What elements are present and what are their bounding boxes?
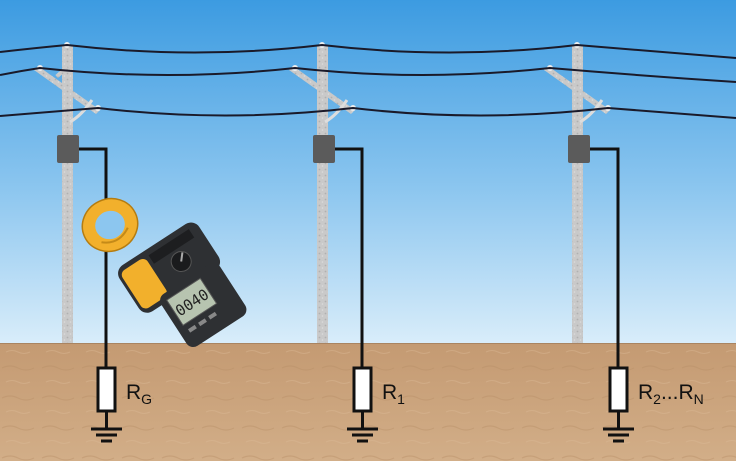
resistor-g [91,366,122,443]
junction-box [313,135,335,163]
resistor-n [603,366,634,443]
ground-symbol-icon [347,427,378,443]
power-lines [0,43,736,119]
ground-symbol-icon [91,427,122,443]
junction-box [57,135,79,163]
clamp-meter: 0040 [81,197,247,348]
label-r1: R1 [382,382,405,406]
resistor-1 [347,366,378,443]
label-rg: RG [126,382,152,406]
label-rg-main: R [126,381,142,404]
label-rn-suffix: ...R [660,381,694,404]
junction-box [568,135,590,163]
label-rn: R2...RN [638,382,704,406]
pole-3 [544,42,611,345]
label-r1-main: R [382,381,398,404]
sky [0,0,736,344]
label-rg-sub: G [141,391,153,407]
label-rn-main: R [638,381,654,404]
label-rn-sub: 2 [653,391,661,407]
label-rn-sub2: N [693,391,704,407]
ground-wires [79,147,620,368]
label-r1-sub: 1 [397,391,405,407]
ground-symbol-icon [603,427,634,443]
